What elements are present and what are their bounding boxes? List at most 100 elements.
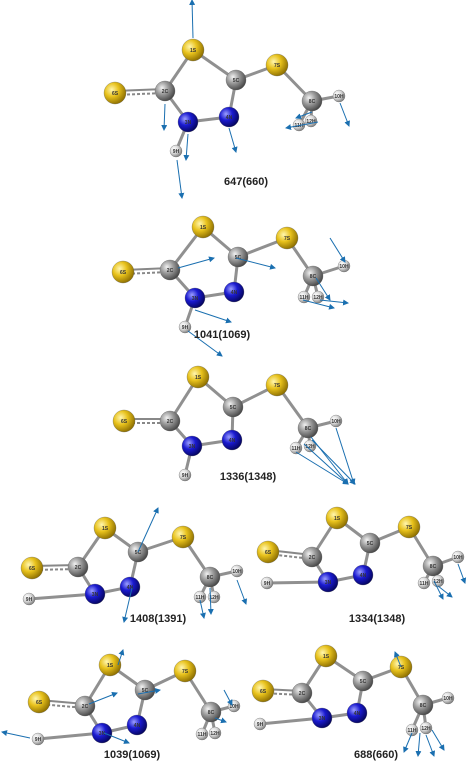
displacement-arrow	[403, 732, 413, 753]
atom-label: 4N	[127, 585, 134, 591]
frequency-label: 1334(1348)	[349, 613, 406, 625]
atom-label: 8C	[208, 710, 215, 716]
atom-label: 8C	[430, 564, 437, 570]
atom-label: 2C	[162, 89, 169, 95]
atom-label: 1S	[107, 663, 114, 669]
atom-label: 8C	[310, 274, 317, 280]
atom-label: 7S	[398, 665, 405, 671]
frequency-label: 1041(1069)	[194, 329, 251, 341]
atom-label: 11H	[300, 295, 309, 301]
atom-s	[325, 506, 349, 530]
atom-c	[154, 80, 176, 102]
bond	[266, 580, 329, 585]
atom-h	[303, 439, 317, 453]
atom-s	[173, 659, 197, 683]
atom-label: 6S	[112, 91, 119, 97]
atom-label: 7S	[284, 236, 291, 242]
atom-label: 12H	[313, 295, 323, 301]
atom-n	[346, 702, 368, 724]
atom-s	[186, 365, 210, 389]
atom-c	[225, 69, 247, 91]
atom-h	[332, 89, 346, 103]
bond	[37, 731, 103, 741]
atom-s	[251, 679, 275, 703]
atom-label: 1S	[190, 48, 197, 54]
atom-c	[422, 555, 444, 577]
displacement-arrow	[433, 580, 444, 600]
displacement-arrow	[295, 111, 313, 120]
displacement-arrow	[214, 717, 227, 724]
displacement-arrow	[236, 579, 248, 605]
atom-label: 5C	[230, 405, 237, 411]
atom-label: 5C	[135, 550, 142, 556]
atom-h	[405, 723, 419, 737]
atom-label: 6S	[29, 566, 36, 572]
atom-h	[207, 590, 221, 604]
atom-label: 8C	[305, 426, 312, 432]
atom-label: 10H	[331, 419, 341, 425]
atom-label: 1S	[334, 516, 341, 522]
atom-s	[112, 409, 136, 433]
displacement-arrow	[235, 257, 276, 270]
atom-n	[91, 722, 113, 744]
displacement-arrow	[295, 451, 349, 485]
displacement-arrow	[394, 651, 402, 668]
displacement-arrow	[187, 330, 223, 357]
frequency-label: 647(660)	[224, 176, 268, 188]
atom-label: 5C	[235, 255, 242, 261]
atom-label: 9H	[182, 473, 189, 479]
atom-label: 8C	[420, 703, 427, 709]
atom-label: 1S	[102, 526, 109, 532]
atom-label: 2C	[75, 565, 82, 571]
atom-s	[103, 81, 127, 105]
displacement-arrow	[176, 159, 185, 199]
displacement-arrow	[319, 299, 349, 306]
atom-label: 1S	[200, 225, 207, 231]
atom-label: 5C	[233, 78, 240, 84]
atom-label: 3N	[319, 716, 326, 722]
displacement-arrow	[457, 563, 467, 584]
atom-s	[111, 260, 135, 284]
atom-h	[208, 726, 222, 740]
atom-label: 3N	[185, 120, 192, 126]
atom-label: 10H	[229, 704, 239, 710]
displacement-arrow	[335, 427, 356, 485]
atom-h	[419, 721, 433, 735]
displacement-arrow	[207, 587, 214, 615]
atom-h	[260, 576, 274, 590]
atom-label: 12H	[433, 579, 443, 585]
atom-s	[397, 515, 421, 539]
displacement-arrow	[183, 133, 190, 161]
atom-label: 1S	[195, 375, 202, 381]
atom-c	[301, 546, 323, 568]
atom-n	[177, 111, 199, 133]
atom-c	[159, 259, 181, 281]
displacement-arrow	[137, 507, 159, 553]
atom-label: 10H	[443, 696, 453, 702]
atom-label: 2C	[299, 691, 306, 697]
atom-label: 10H	[232, 569, 242, 575]
displacement-arrow	[228, 127, 238, 153]
atom-label: 4N	[360, 573, 367, 579]
atom-label: 11H	[292, 446, 301, 452]
atom-c	[359, 532, 381, 554]
atom-label: 11H	[198, 732, 207, 738]
frequency-label: 1408(1391)	[130, 613, 187, 625]
atom-c	[301, 90, 323, 112]
atom-label: 3N	[99, 731, 106, 737]
bond	[28, 592, 96, 601]
atom-label: 1S	[323, 654, 330, 660]
atom-n	[84, 583, 106, 605]
atom-n	[223, 281, 245, 303]
atom-label: 7S	[274, 383, 281, 389]
atom-s	[93, 516, 117, 540]
atom-label: 2C	[82, 704, 89, 710]
atom-h	[193, 590, 207, 604]
atom-s	[256, 540, 280, 564]
atom-label: 3N	[325, 580, 332, 586]
atom-label: 6S	[260, 689, 267, 695]
displacement-arrow	[315, 277, 331, 301]
